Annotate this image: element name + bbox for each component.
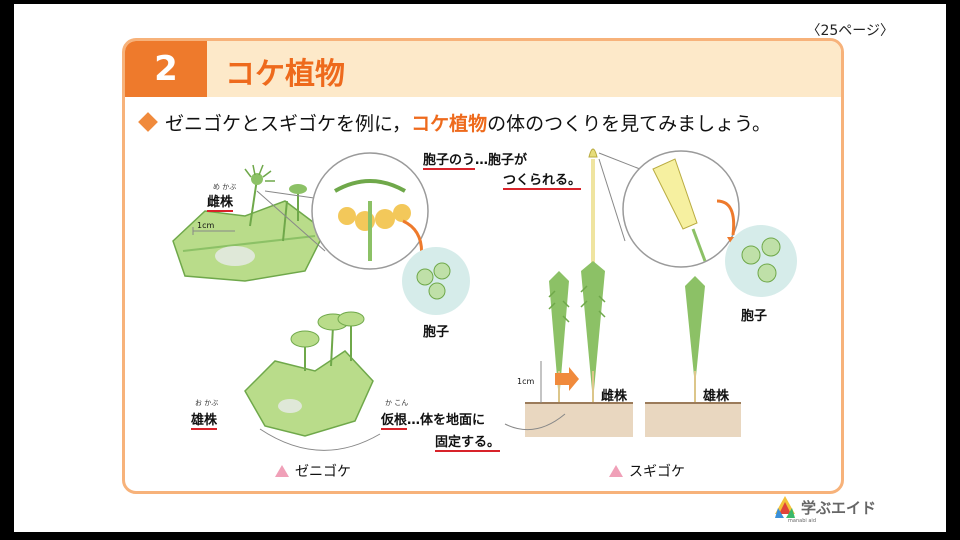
spore-left-label: 胞子 [423, 325, 450, 340]
female-zeni-label: 雌株 [207, 191, 234, 212]
triangle-bullet-icon [275, 465, 289, 477]
zenigoke-caption: ゼニゴケ [275, 461, 351, 481]
male-zeni-ruby: お かぶ [195, 399, 219, 407]
sugigoke-caption-text: スギゴケ [629, 464, 685, 480]
zenigoke-magnified-view [256, 152, 429, 273]
section-header: 2 コケ植物 [125, 41, 841, 97]
zenigoke-spore-circle [402, 247, 470, 315]
scale-sugi-label: 1cm [517, 377, 535, 386]
section-title: コケ植物 [225, 57, 345, 92]
male-zeni-label: 雄株 [191, 409, 218, 430]
zenigoke-male-plant [244, 311, 381, 451]
brand-subtitle: manabi aid [788, 518, 816, 524]
sugigoke-plants [504, 148, 741, 437]
rhizoid-line2: 固定する。 [435, 431, 501, 452]
rhizoid-ruby: か こん [385, 399, 409, 407]
rhizoid-line1: 仮根…体を地面に [381, 409, 486, 430]
slide: 〈25ページ〉 2 コケ植物 ゼニゴケとスギゴケを例に，コケ植物の体のつくりを見… [14, 4, 946, 532]
female-sugi-label: 雌株 [601, 389, 628, 404]
spore-sac-line1: 胞子のう…胞子が [423, 149, 528, 170]
zenigoke-caption-text: ゼニゴケ [295, 464, 351, 480]
lead-sentence: ゼニゴケとスギゴケを例に，コケ植物の体のつくりを見てみましょう。 [138, 109, 771, 136]
sugigoke-magnified-view [598, 150, 740, 268]
spore-sac-line2: つくられる。 [503, 169, 582, 190]
lesson-card: 2 コケ植物 ゼニゴケとスギゴケを例に，コケ植物の体のつくりを見てみましょう。 [122, 38, 844, 494]
spore-sac-term: 胞子のう [423, 153, 476, 170]
lead-part1: ゼニゴケとスギゴケを例に， [165, 113, 412, 135]
brand-mark-icon [774, 496, 795, 518]
spore-sac-desc1: …胞子が [475, 153, 528, 168]
page-reference: 〈25ページ〉 [806, 23, 894, 39]
lead-highlight: コケ植物 [411, 113, 488, 135]
moss-illustration [172, 148, 797, 451]
sugigoke-caption: スギゴケ [609, 461, 685, 481]
lead-part2: の体のつくりを見てみましょう。 [487, 113, 771, 135]
section-number: 2 [125, 41, 207, 97]
triangle-bullet-icon [609, 465, 623, 477]
brand-logo: 学ぶエイド [774, 496, 876, 518]
female-zeni-ruby: め かぶ [213, 183, 237, 191]
brand-name: 学ぶエイド [800, 498, 876, 517]
male-sugi-label: 雄株 [703, 389, 730, 404]
sugigoke-spore-circle [725, 225, 797, 297]
zenigoke-female-plant [172, 164, 326, 282]
rhizoid-desc1: …体を地面に [407, 413, 486, 428]
rhizoid-term: 仮根 [381, 413, 408, 430]
spore-right-label: 胞子 [741, 309, 768, 324]
scale-zeni-label: 1cm [197, 221, 215, 230]
